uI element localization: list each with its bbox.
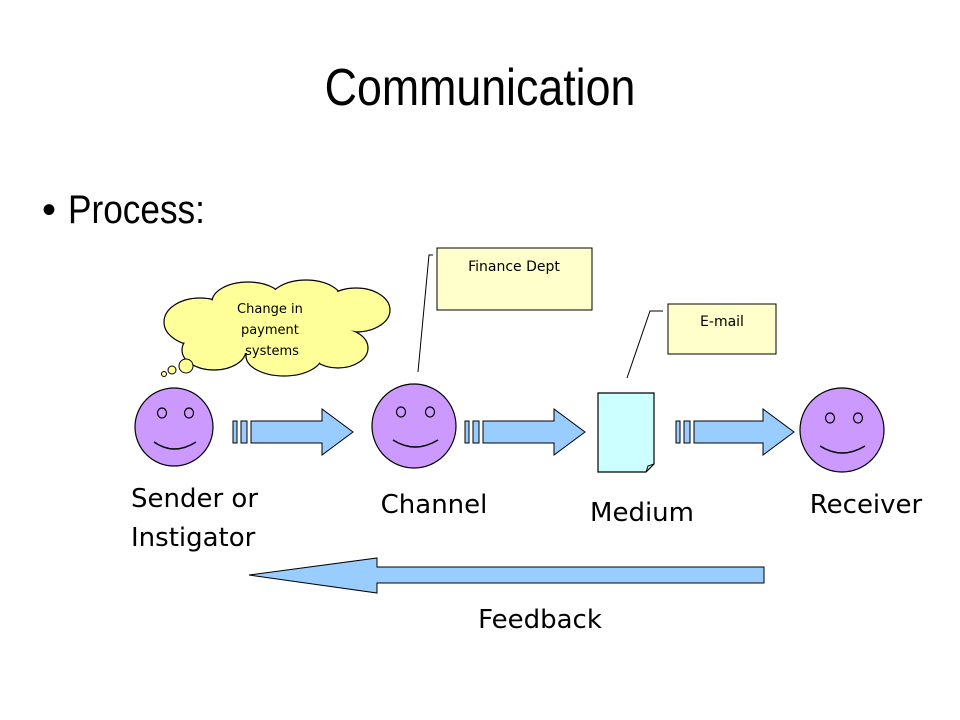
document-icon: [597, 392, 655, 473]
finance-callout-label: Finance Dept: [468, 259, 560, 275]
finance-callout: Finance Dept: [417, 247, 593, 373]
receiver-label: Receiver: [810, 490, 923, 520]
slide-title: Communication: [324, 59, 636, 117]
bullet-text: Process:: [68, 188, 205, 232]
medium-label: Medium: [590, 498, 694, 528]
email-callout: E-mail: [626, 303, 777, 379]
bullet-marker: •: [42, 188, 57, 232]
channel-face-icon: [371, 383, 457, 469]
email-callout-label: E-mail: [700, 314, 744, 330]
sender-label-line: Sender or: [131, 484, 258, 514]
feedback-label: Feedback: [478, 605, 602, 635]
arrow-channel-to-medium-icon: [464, 408, 586, 456]
thought-line: systems: [245, 344, 299, 359]
arrow-medium-to-receiver-icon: [675, 408, 795, 456]
sender-face-icon: [134, 387, 214, 467]
svg-text:Change in payment: Change in payment systems: [237, 302, 307, 359]
sender-label-line: Instigator: [131, 523, 256, 553]
receiver-face-icon: [799, 387, 885, 473]
channel-label: Channel: [381, 490, 488, 520]
thought-line: payment: [241, 323, 299, 338]
feedback-arrow-icon: [248, 557, 765, 594]
thought-cloud: Change in payment systems: [161, 279, 391, 377]
bullet-item: •Process:: [42, 188, 224, 233]
thought-line: Change in: [237, 302, 303, 317]
arrow-sender-to-channel-icon: [232, 408, 354, 456]
svg-text:Sender or Instigator: Sender or Instigator: [131, 484, 266, 553]
